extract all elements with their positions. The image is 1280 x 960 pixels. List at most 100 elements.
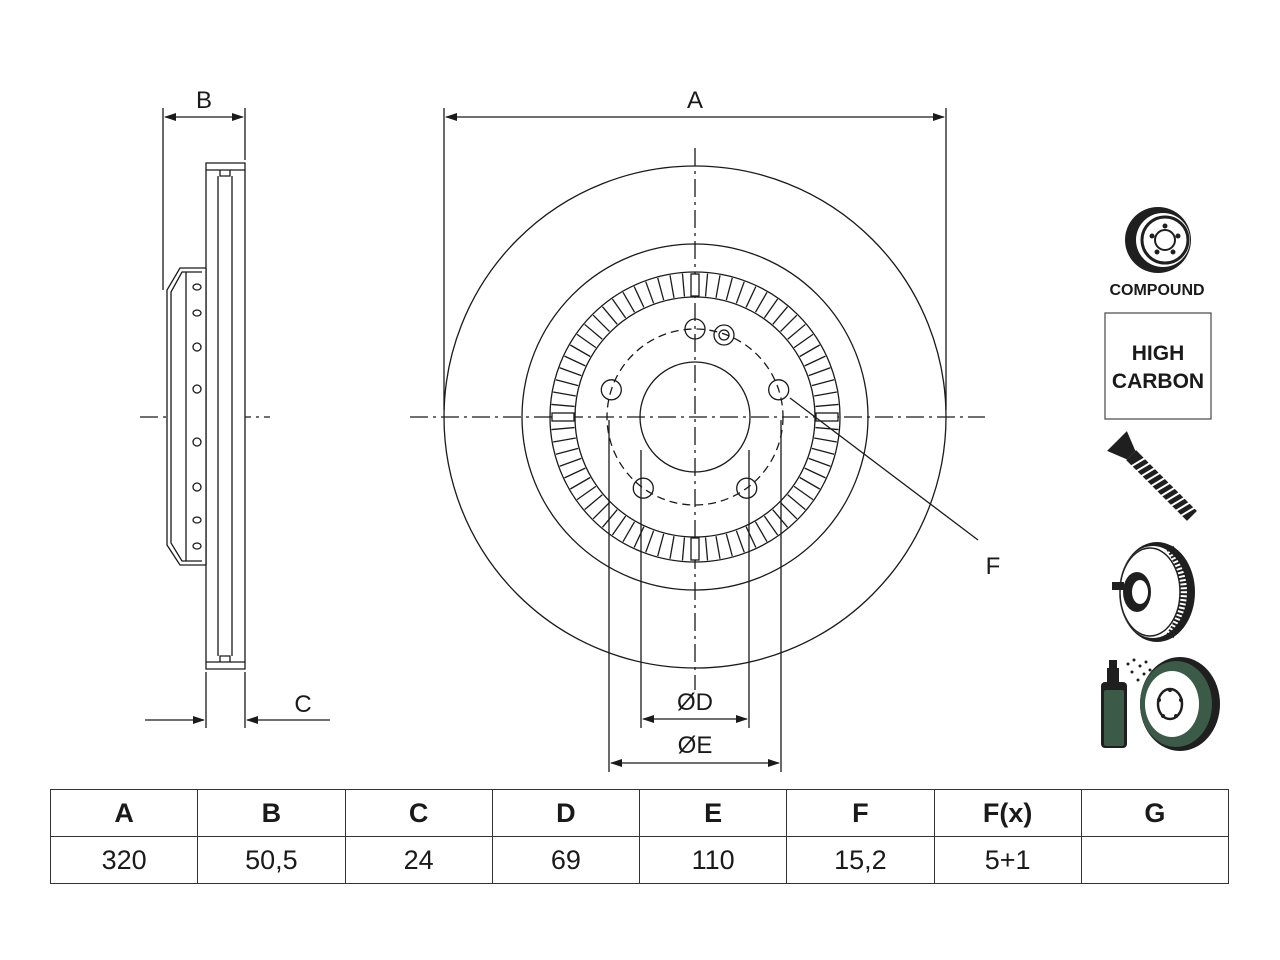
label-e: ØE — [678, 732, 713, 759]
vent-slot — [657, 533, 665, 557]
screw-thread — [1150, 476, 1166, 488]
vent-slot — [811, 379, 835, 387]
vent-slot — [745, 286, 757, 308]
vent-slot — [725, 277, 733, 301]
spec-value-f: 15,2 — [786, 836, 935, 884]
vent-slot — [601, 509, 618, 528]
compound-label: COMPOUND — [1109, 282, 1204, 299]
screw-thread — [1135, 462, 1151, 473]
vent-slot — [804, 355, 826, 367]
vent-slot — [793, 485, 814, 501]
index-slot — [551, 412, 575, 422]
friction-ring-inner-circle — [521, 243, 869, 591]
bolt-hole — [684, 318, 706, 340]
spec-value-b: 50,5 — [197, 836, 346, 884]
label-d: ØD — [677, 689, 713, 716]
vent-slot — [787, 494, 806, 511]
vent-slot — [814, 437, 837, 443]
vent-slot — [576, 485, 597, 501]
vent-slot — [555, 447, 579, 455]
spec-header-row: A B C D E F F(x) G — [49, 789, 1230, 837]
label-b: B — [196, 87, 212, 114]
screw-thread — [1155, 481, 1171, 493]
screw-thread — [1180, 506, 1196, 517]
vent-slot — [780, 502, 798, 520]
vent-slot — [584, 323, 603, 340]
screw-thread — [1165, 491, 1181, 502]
vent-slot — [553, 391, 576, 397]
vent-slot — [645, 281, 655, 304]
vent-slot — [799, 344, 821, 358]
vent-slot — [804, 467, 826, 479]
spec-header-fx: F(x) — [933, 789, 1082, 837]
side-view-holes — [192, 283, 202, 550]
label-a: A — [687, 87, 703, 114]
vent-slot — [704, 537, 709, 561]
vent-slot — [645, 530, 655, 553]
vent-slot — [633, 286, 645, 308]
vent-slot — [725, 533, 733, 557]
vent-slot — [551, 426, 575, 431]
vent-slot — [559, 457, 582, 467]
vent-slot — [592, 502, 610, 520]
high-carbon-icon — [1104, 312, 1212, 420]
spec-value-a: 320 — [49, 836, 199, 884]
vent-slot — [735, 530, 745, 553]
vent-slot — [735, 281, 745, 304]
vent-slot — [772, 306, 789, 325]
vent-slots — [551, 273, 839, 561]
side-view — [140, 108, 330, 728]
vent-slot — [576, 333, 597, 349]
vent-slot — [754, 291, 768, 313]
screw-thread — [1170, 496, 1186, 507]
vent-slot — [815, 403, 839, 408]
spec-value-g — [1080, 836, 1230, 884]
spec-value-e: 110 — [638, 836, 788, 884]
spec-value-c: 24 — [344, 836, 493, 884]
vent-slot — [657, 277, 665, 301]
screw-thread — [1145, 471, 1161, 483]
vent-slot — [754, 521, 768, 543]
vented-disc-icon — [1112, 542, 1195, 642]
front-view — [410, 108, 985, 772]
vent-slot — [569, 476, 591, 490]
vent-slot — [715, 536, 721, 559]
vent-slot — [763, 298, 779, 319]
vent-slot — [808, 457, 831, 467]
vent-slot — [592, 314, 610, 332]
vent-slot — [704, 273, 709, 297]
screw-thread — [1130, 457, 1146, 468]
bolt-circle — [606, 328, 784, 506]
bolt-hole — [632, 477, 654, 499]
spec-table: A B C D E F F(x) G 320 50,5 24 69 110 15… — [49, 789, 1230, 884]
vent-slot — [601, 306, 618, 325]
vent-slot — [553, 437, 576, 443]
vent-slot — [763, 515, 779, 536]
vent-slot — [633, 526, 645, 548]
spec-value-d: 69 — [491, 836, 641, 884]
spec-value-fx: 5+1 — [933, 836, 1082, 884]
vent-slot — [611, 298, 627, 319]
vent-slot — [611, 515, 627, 536]
spec-header-f: F — [786, 789, 935, 837]
spec-header-c: C — [344, 789, 493, 837]
spec-header-e: E — [638, 789, 788, 837]
vent-slot — [622, 291, 636, 313]
vent-slot — [584, 494, 603, 511]
bolt-hole — [736, 477, 758, 499]
vent-slot — [681, 537, 686, 561]
bolt-hole — [768, 379, 790, 401]
vent-slot — [551, 403, 575, 408]
disc-outer-circle — [443, 165, 947, 669]
index-slot — [690, 537, 700, 561]
vent-slot — [555, 379, 579, 387]
vent-slot — [808, 367, 831, 377]
vent-slot — [772, 509, 789, 528]
bolt-holes — [600, 318, 790, 499]
spec-header-b: B — [197, 789, 346, 837]
compound-disc-icon — [1125, 207, 1191, 273]
vent-slot — [669, 275, 675, 298]
vent-slot — [780, 314, 798, 332]
screw-thread — [1175, 501, 1191, 512]
